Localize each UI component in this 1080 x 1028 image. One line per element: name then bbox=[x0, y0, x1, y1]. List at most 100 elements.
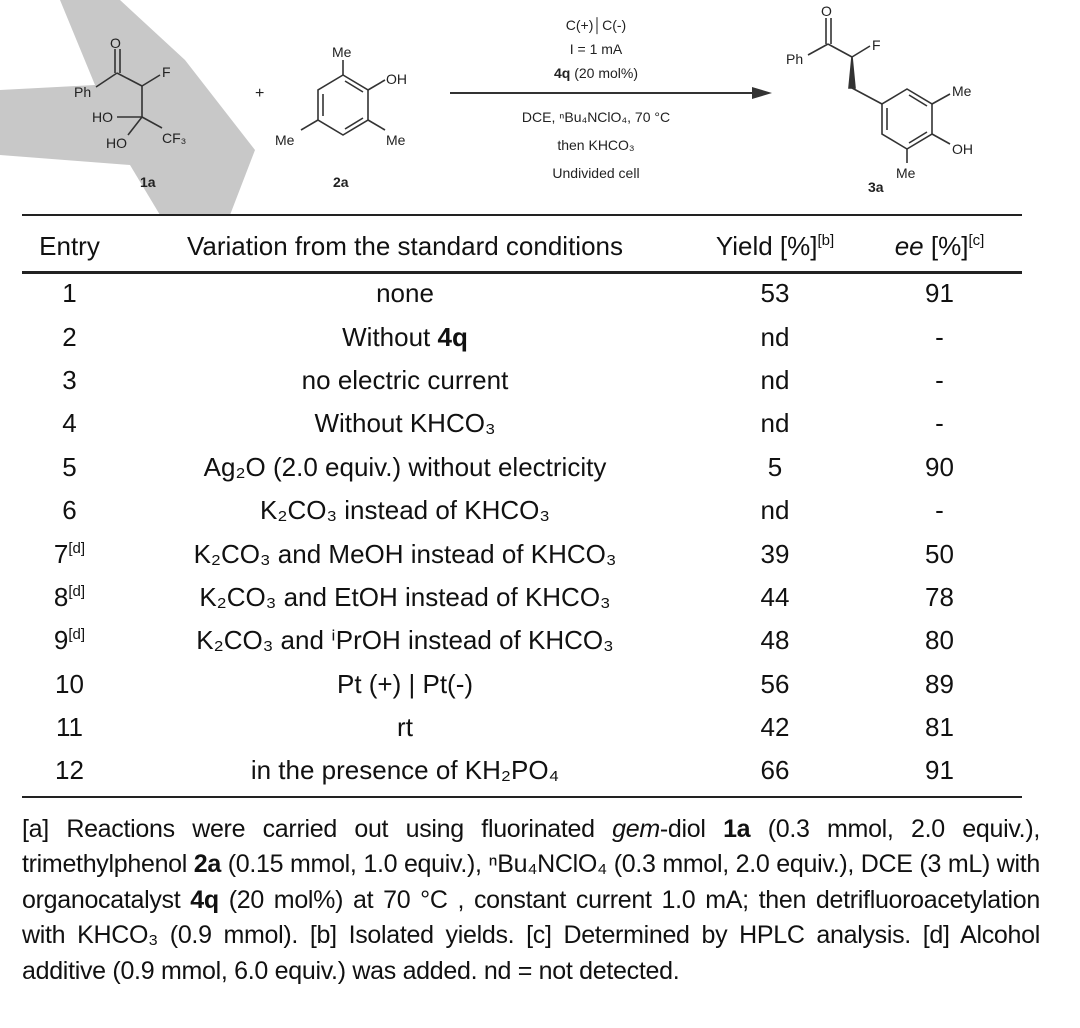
header-ee-label: ee bbox=[894, 230, 924, 261]
compound-label-1a: 1a bbox=[140, 174, 156, 190]
cell-yield: 48 bbox=[760, 625, 790, 656]
cell-yield: nd bbox=[760, 495, 790, 526]
cell-entry: 1 bbox=[22, 278, 117, 309]
condition-base: then KHCO₃ bbox=[557, 137, 634, 153]
header-entry: Entry bbox=[39, 230, 100, 261]
catalyst-id: 4q bbox=[554, 65, 570, 81]
entry-number: 5 bbox=[62, 451, 77, 482]
cell-variation: Without 4q bbox=[117, 322, 693, 353]
cell-ee: 50 bbox=[925, 538, 954, 569]
cell-variation: Ag₂O (2.0 equiv.) without electricity bbox=[117, 452, 693, 483]
atom-label: Me bbox=[275, 132, 295, 148]
entry-number: 12 bbox=[55, 755, 84, 786]
variation-text: none bbox=[376, 278, 434, 309]
cell-entry: 9[d] bbox=[22, 625, 117, 656]
cell-variation: K₂CO₃ instead of KHCO₃ bbox=[117, 495, 693, 526]
header-rule bbox=[22, 271, 1022, 274]
cell-yield: 56 bbox=[760, 668, 790, 699]
entry-number: 3 bbox=[62, 364, 77, 395]
cell-entry: 2 bbox=[22, 322, 117, 353]
atom-label: F bbox=[162, 64, 171, 80]
cell-ee: 78 bbox=[925, 581, 954, 612]
cell-variation: K₂CO₃ and MeOH instead of KHCO₃ bbox=[117, 539, 693, 570]
entry-number: 4 bbox=[62, 408, 77, 439]
condition-catalyst: 4q (20 mol%) bbox=[554, 65, 638, 81]
cell-ee: - bbox=[935, 495, 944, 526]
variation-text: K₂CO₃ and EtOH instead of KHCO₃ bbox=[199, 581, 611, 612]
footnote-ref: [b] bbox=[817, 231, 835, 249]
variation-text: Pt (+) | Pt(-) bbox=[336, 668, 474, 699]
table-row: 1 none 53 91 bbox=[22, 272, 1022, 315]
atom-label: CF₃ bbox=[162, 130, 186, 146]
entry-number: 2 bbox=[62, 321, 77, 352]
footnote-text: (0.15 mmol, 1.0 equiv.), ⁿBu₄NClO₄ (0.3 … bbox=[22, 850, 1040, 914]
cell-yield: nd bbox=[760, 408, 790, 439]
condition-solvent: DCE, ⁿBu₄NClO₄, 70 °C bbox=[522, 109, 670, 125]
header-ee: ee [%][c] bbox=[857, 231, 1022, 262]
compound-ref: 2a bbox=[193, 850, 222, 879]
footnote-text: (0.3 mmol, 2.0 equiv.), trimethylphenol bbox=[22, 815, 1040, 879]
cell-ee: 90 bbox=[925, 451, 954, 482]
cell-variation: Pt (+) | Pt(-) bbox=[117, 669, 693, 700]
atom-label: Ph bbox=[786, 51, 803, 67]
atom-label: HO bbox=[106, 135, 127, 151]
entry-number: 9 bbox=[53, 625, 69, 656]
footnote-ref: [c] bbox=[968, 231, 985, 249]
atom-label: Ph bbox=[74, 84, 91, 100]
cell-variation: rt bbox=[117, 712, 693, 743]
cell-entry: 3 bbox=[22, 365, 117, 396]
cell-entry: 6 bbox=[22, 495, 117, 526]
compound-label-3a: 3a bbox=[868, 179, 884, 195]
reactant-2a bbox=[300, 60, 386, 136]
cell-entry: 8[d] bbox=[22, 582, 117, 613]
variation-text: Without bbox=[342, 321, 438, 352]
table-footnote: [a] Reactions were carried out using flu… bbox=[22, 812, 1040, 989]
reactant-1a bbox=[95, 49, 163, 136]
header-yield: Yield [%][b] bbox=[693, 231, 857, 262]
cell-variation: none bbox=[117, 278, 693, 309]
reaction-arrow bbox=[450, 87, 772, 99]
footnote-text: -diol bbox=[659, 815, 724, 843]
atom-label: HO bbox=[92, 109, 113, 125]
atom-label: O bbox=[110, 35, 121, 51]
cell-yield: nd bbox=[760, 364, 790, 395]
atom-label: Me bbox=[896, 165, 916, 181]
cell-yield: 53 bbox=[760, 278, 790, 309]
entry-number: 1 bbox=[62, 278, 77, 309]
cell-yield: nd bbox=[760, 321, 790, 352]
compound-ref: 4q bbox=[190, 885, 219, 914]
variation-text: K₂CO₃ and MeOH instead of KHCO₃ bbox=[193, 538, 617, 569]
variation-text: rt bbox=[397, 712, 413, 743]
cell-variation: K₂CO₃ and EtOH instead of KHCO₃ bbox=[117, 582, 693, 613]
atom-label: OH bbox=[386, 71, 407, 87]
watermark-shape bbox=[0, 0, 255, 215]
variation-text: K₂CO₃ instead of KHCO₃ bbox=[260, 495, 550, 526]
reaction-scheme: O Ph F HO HO CF₃ 1a + Me OH Me Me 2a C(+… bbox=[0, 0, 973, 215]
atom-label: O bbox=[821, 3, 832, 19]
cell-entry: 12 bbox=[22, 755, 117, 786]
footnote-text: (20 mol%) at 70 °C , constant current 1.… bbox=[22, 885, 1041, 985]
atom-label: Me bbox=[386, 132, 406, 148]
footnote-ref: [d] bbox=[68, 539, 86, 557]
entry-number: 8 bbox=[53, 581, 69, 612]
footnote-ref: [d] bbox=[68, 626, 86, 644]
cell-entry: 4 bbox=[22, 408, 117, 439]
entry-number: 6 bbox=[62, 495, 77, 526]
cell-ee: 91 bbox=[925, 278, 954, 309]
atom-label: OH bbox=[952, 141, 973, 157]
cell-entry: 7[d] bbox=[22, 539, 117, 570]
variation-text: Without KHCO₃ bbox=[314, 408, 496, 439]
condition-cell: Undivided cell bbox=[552, 165, 639, 181]
footnote-ref: [d] bbox=[68, 582, 86, 600]
variation-text: no electric current bbox=[301, 364, 509, 395]
entry-number: 7 bbox=[53, 538, 69, 569]
header-variation: Variation from the standard conditions bbox=[187, 230, 623, 261]
